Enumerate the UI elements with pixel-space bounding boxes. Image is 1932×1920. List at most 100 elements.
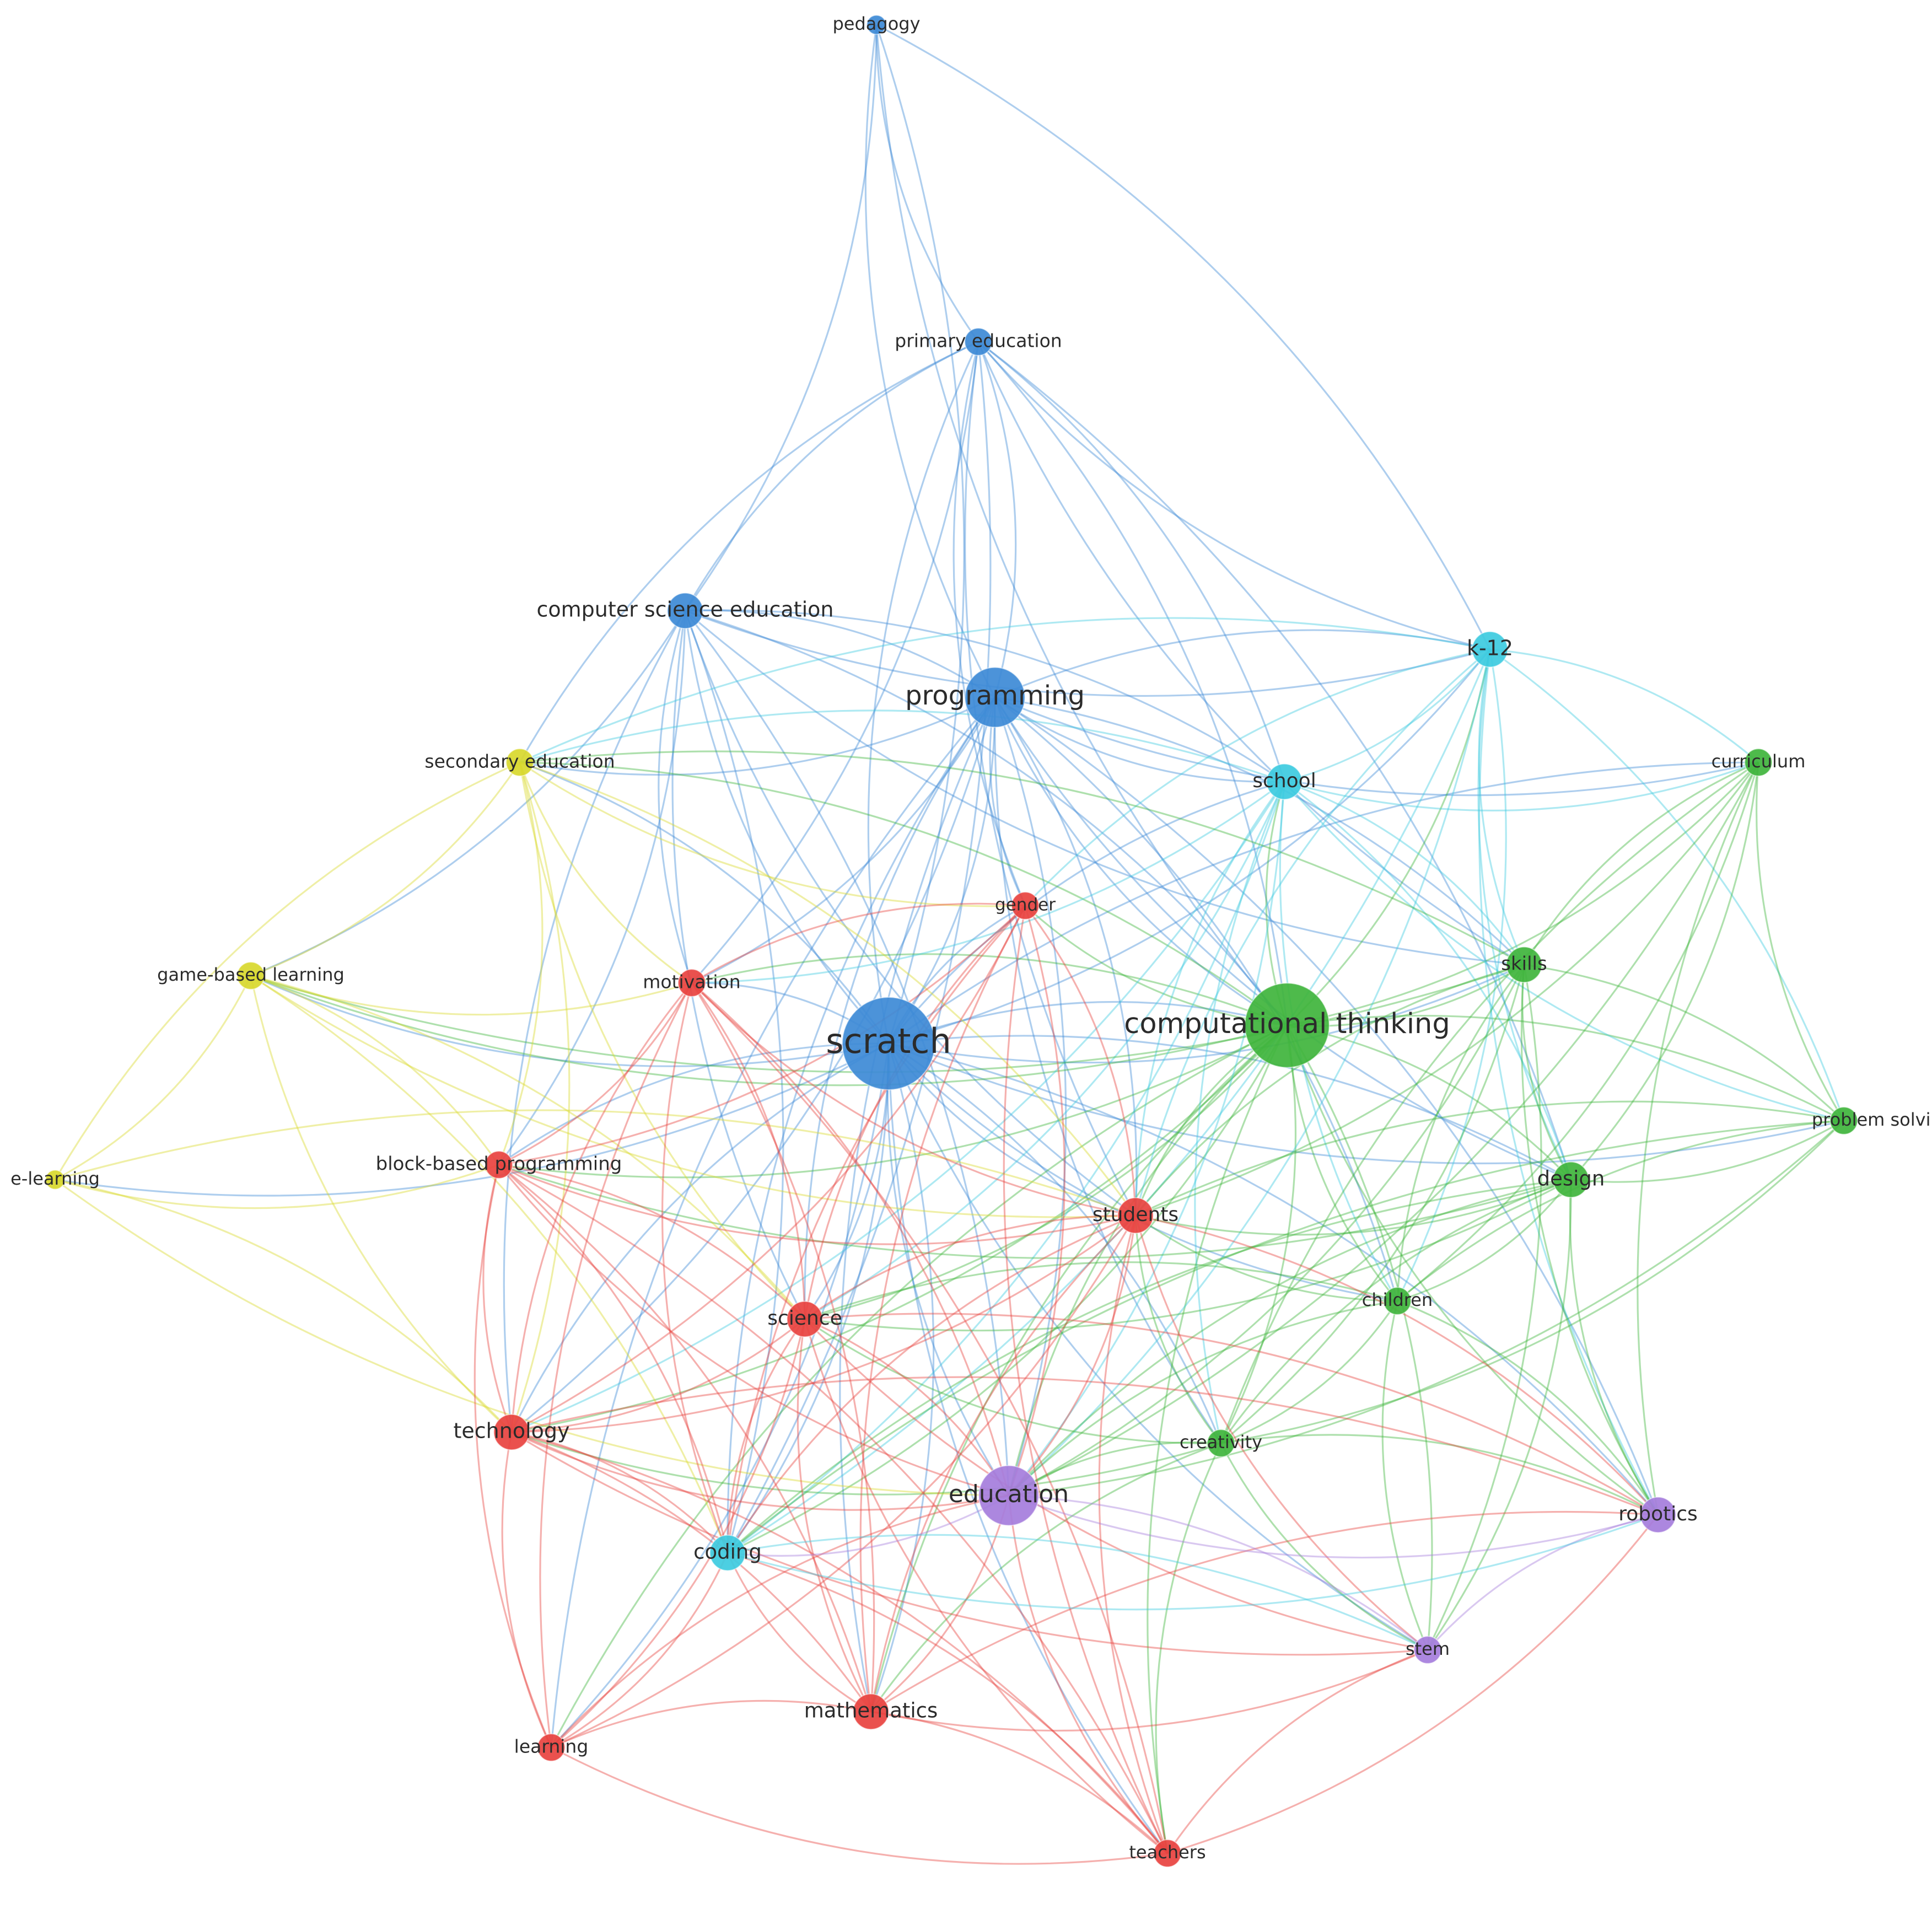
edge-design-problem-solving [1570,1120,1844,1183]
node-technology[interactable] [493,1413,530,1451]
edge-children-stem [1381,1300,1429,1650]
node-computational-thinking[interactable] [1244,982,1330,1068]
edge-computer-science-education-k-12 [685,610,1490,697]
node-programming[interactable] [964,666,1026,728]
label-primary-education: primary education [895,330,1062,352]
edge-secondary-education-students [519,761,1137,1216]
edge-children-science [804,1261,1398,1320]
edge-primary-education-computer-science-education [684,341,979,611]
node-skills[interactable] [1505,946,1543,983]
edge-school-curriculum [1284,761,1759,812]
node-education[interactable] [978,1465,1040,1526]
edge-programming-robotics [994,696,1659,1515]
node-pedagogy[interactable] [866,14,887,35]
edge-secondary-education-motivation [519,762,692,984]
edge-design-robotics [1569,1179,1659,1515]
edge-computational-thinking-mathematics [870,1024,1288,1712]
edge-students-robotics [1135,1214,1659,1516]
label-science: science [767,1307,842,1330]
edge-mathematics-learning [551,1700,871,1749]
edge-programming-learning [550,696,996,1748]
label-school: school [1252,770,1316,792]
node-game-based-learning[interactable] [236,961,265,990]
edge-programming-mathematics [839,697,996,1712]
node-block-based-programming[interactable] [485,1150,513,1179]
edge-game-based-learning-students [250,975,1136,1218]
edge-students-science [804,1214,1136,1320]
edge-children-robotics [1397,1300,1659,1515]
edge-pedagogy-programming [864,24,996,698]
node-creativity[interactable] [1207,1429,1235,1458]
edge-mathematics-coding [726,1552,871,1713]
label-children: children [1362,1289,1433,1310]
node-science[interactable] [786,1300,824,1338]
label-computer-science-education: computer science education [537,598,834,622]
edge-teachers-education [1008,1495,1169,1854]
edge-computational-thinking-k-12 [1286,649,1491,1026]
edge-computational-thinking-curriculum [1287,761,1759,1026]
node-stem[interactable] [1413,1636,1442,1664]
edge-pedagogy-primary-education [875,24,980,342]
edge-education-coding [727,1494,1009,1557]
edge-technology-robotics [511,1376,1659,1516]
node-curriculum[interactable] [1744,748,1773,777]
label-game-based-learning: game-based learning [157,964,345,985]
edge-scratch-teachers [887,1043,1169,1854]
node-primary-education[interactable] [964,327,993,356]
edge-gender-teachers [1003,905,1169,1854]
edge-k-12-gender [1024,648,1490,907]
edge-programming-students [994,697,1138,1216]
edge-technology-learning [501,1432,552,1748]
edge-teachers-coding [727,1552,1169,1854]
edge-programming-motivation [691,697,996,984]
node-learning[interactable] [537,1733,566,1762]
node-teachers[interactable] [1153,1839,1182,1868]
edge-problem-solving-education [1008,1120,1845,1497]
edge-problem-solving-coding [726,1120,1844,1554]
node-scratch[interactable] [842,997,935,1090]
node-motivation[interactable] [677,969,706,997]
edge-e-learning-technology [55,1179,513,1433]
label-gender: gender [995,895,1056,915]
edge-block-based-programming-education [498,1164,1009,1497]
node-robotics[interactable] [1639,1496,1677,1534]
edge-secondary-education-game-based-learning [250,762,521,977]
label-stem: stem [1406,1638,1450,1659]
node-school[interactable] [1266,763,1303,800]
edge-secondary-education-gender [519,761,1026,907]
node-computer-science-education[interactable] [666,592,704,630]
label-creativity: creativity [1180,1432,1262,1453]
node-design[interactable] [1552,1161,1590,1198]
node-coding[interactable] [709,1534,746,1572]
edge-mathematics-teachers [870,1711,1169,1854]
edge-school-education [1008,781,1285,1497]
edge-programming-computational-thinking [994,697,1288,1026]
edge-programming-education [994,697,1067,1496]
node-mathematics[interactable] [852,1693,890,1730]
edge-skills-robotics [1520,964,1659,1515]
edge-game-based-learning-coding [250,975,729,1553]
edge-programming-k-12 [994,629,1490,698]
edge-students-coding [726,1214,1136,1553]
node-children[interactable] [1383,1287,1412,1315]
edge-computational-thinking-secondary-education [519,761,1288,1026]
edge-programming-creativity [994,697,1222,1444]
edge-secondary-education-block-based-programming [498,762,543,1165]
edge-design-block-based-programming [498,1164,1572,1259]
node-problem-solving[interactable] [1829,1106,1858,1135]
label-programming: programming [905,680,1085,711]
node-e-learning[interactable] [45,1169,66,1190]
edge-teachers-robotics [1167,1514,1659,1854]
node-gender[interactable] [1011,891,1040,920]
label-block-based-programming: block-based programming [376,1153,622,1175]
node-students[interactable] [1117,1197,1154,1234]
edge-science-coding [726,1319,806,1553]
edge-technology-stem [511,1431,1428,1656]
edge-curriculum-students [1135,762,1759,1217]
node-k-12[interactable] [1471,631,1509,668]
edge-computer-science-education-skills [684,610,1525,966]
edge-computational-thinking-education [1008,1024,1288,1496]
edge-skills-children [1396,964,1525,1301]
node-secondary-education[interactable] [505,748,534,777]
